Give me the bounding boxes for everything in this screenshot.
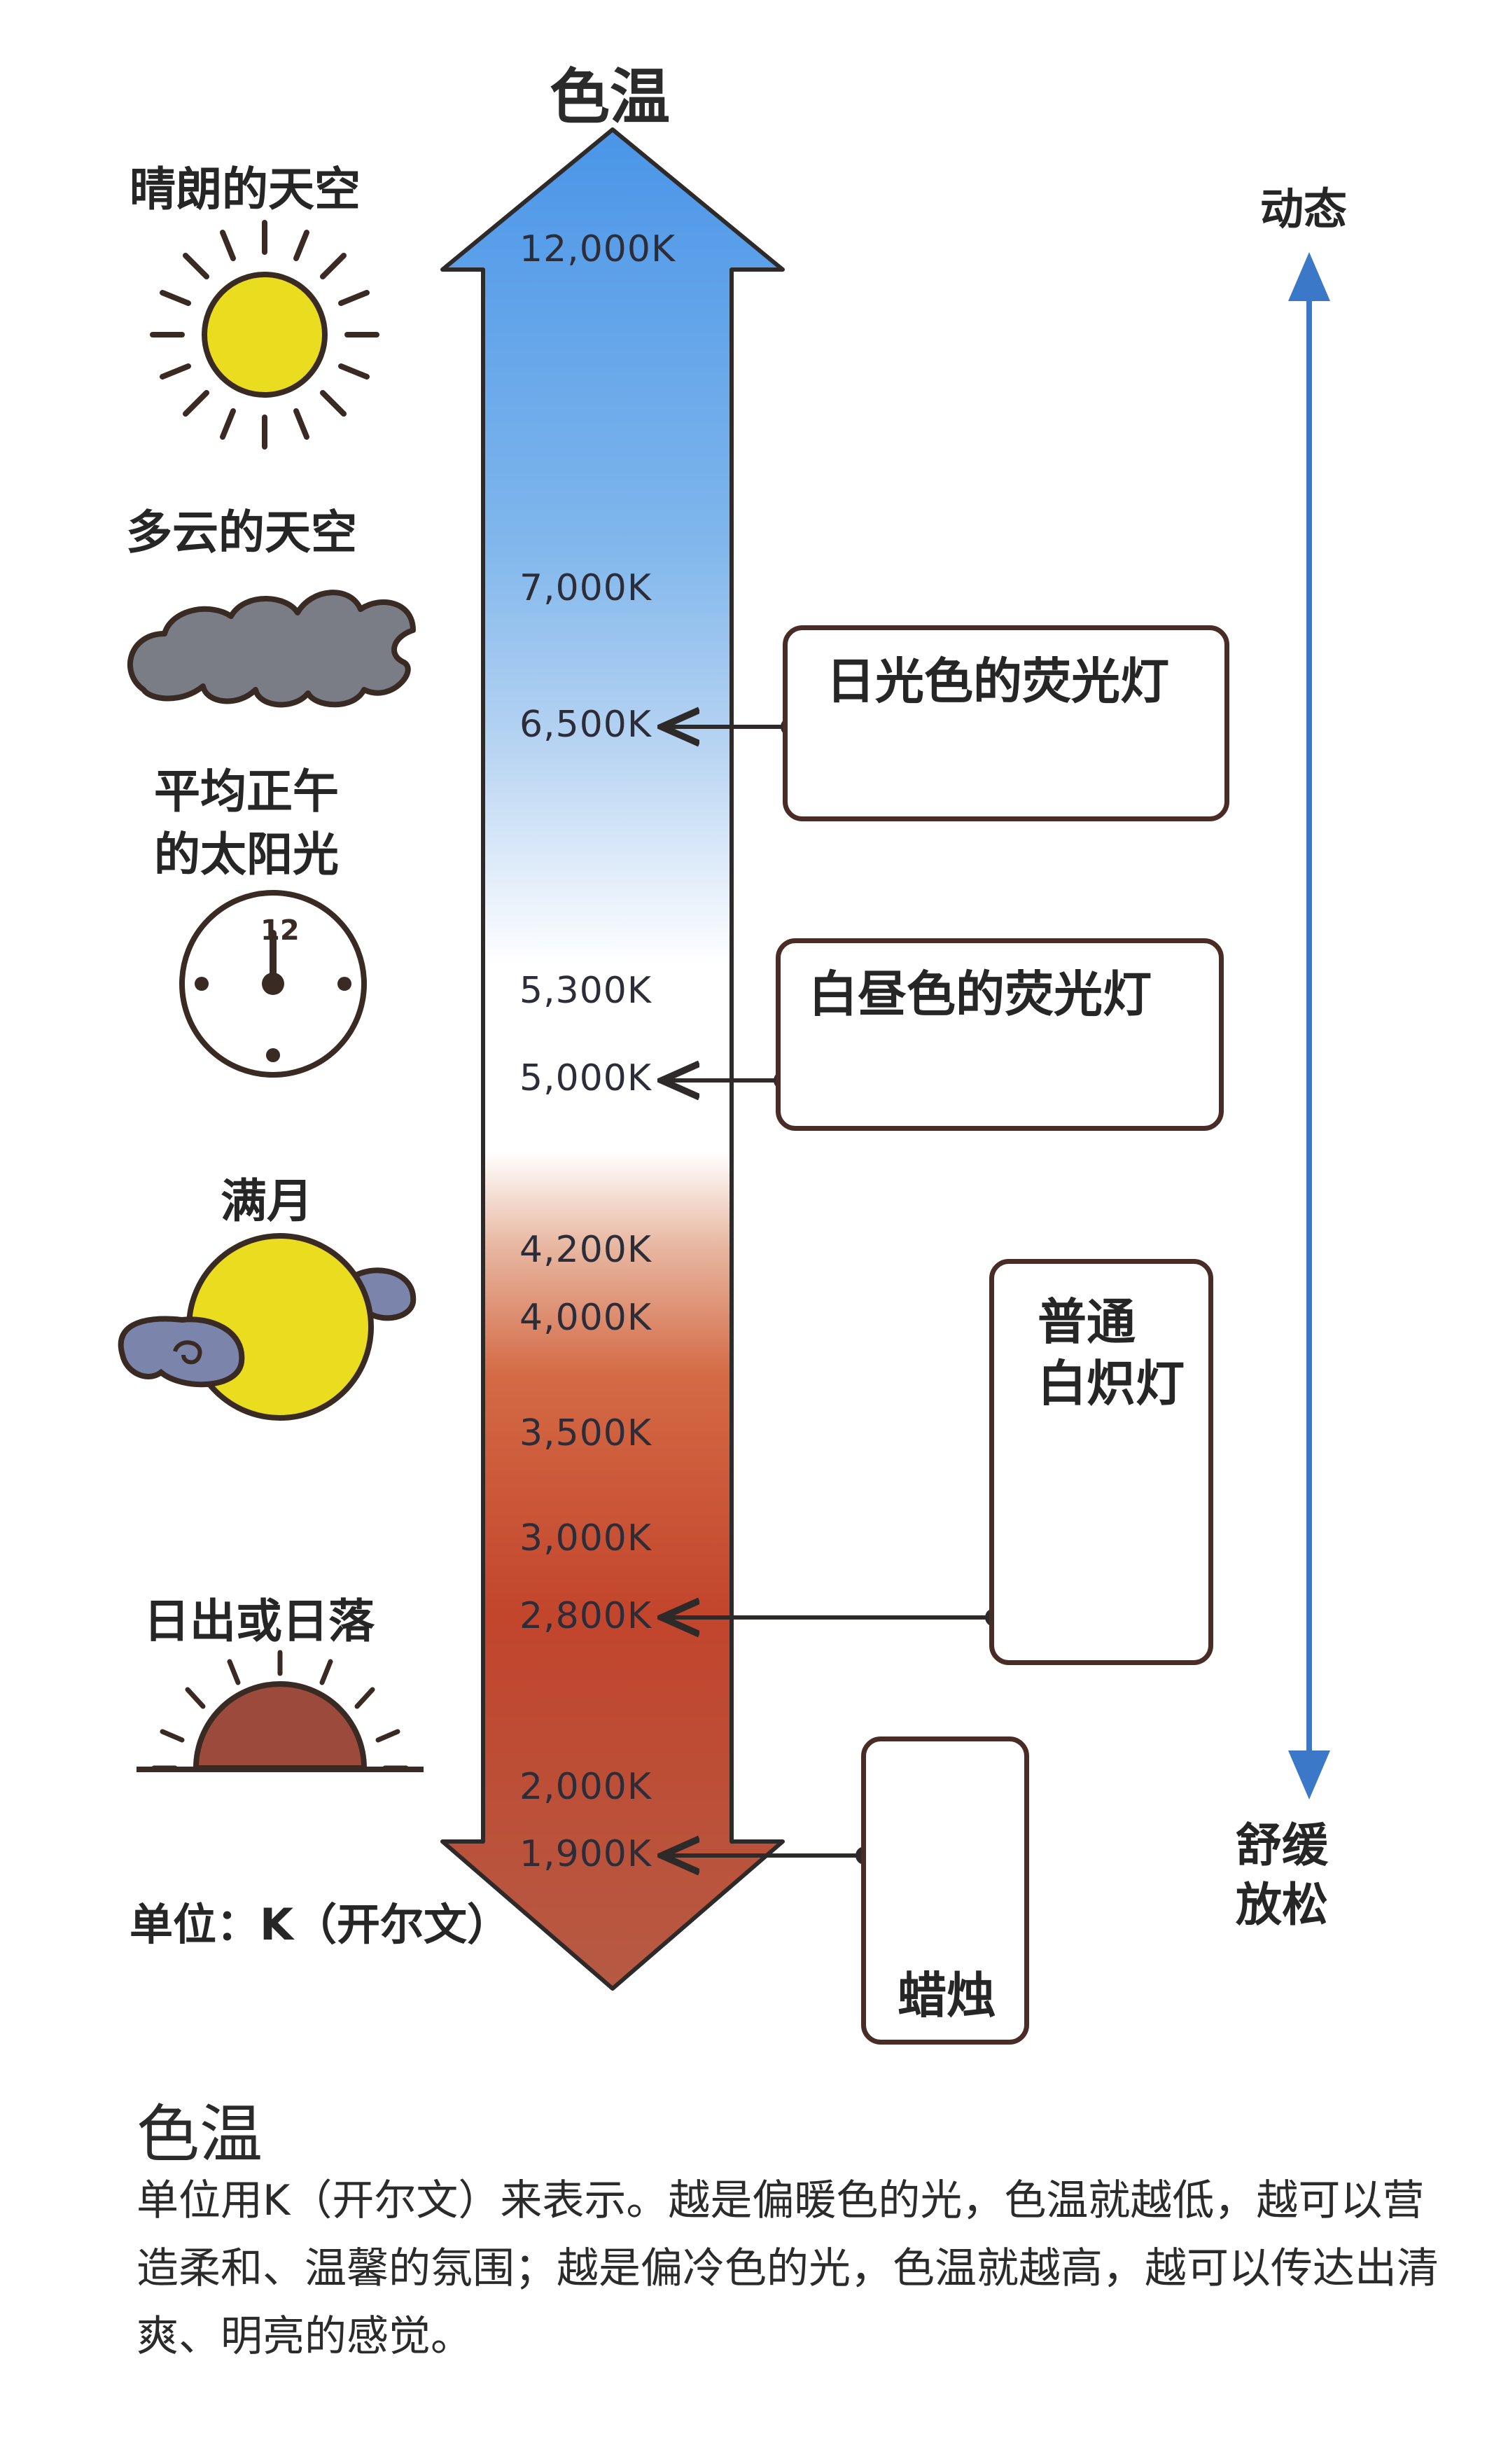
label-noon-sun-line1: 平均正午: [154, 765, 339, 819]
temperature-scale-arrow: [440, 127, 785, 1991]
sunset-icon: [137, 1650, 424, 1772]
box-fluorescent-white: 白昼色的荧光灯: [776, 938, 1224, 1131]
tick-label: 3,000K: [519, 1517, 652, 1559]
clock-icon: [179, 890, 367, 1078]
full-moon-icon: [118, 1233, 417, 1421]
mood-top-label: 动态: [1260, 183, 1348, 235]
mood-bottom-label-line1: 舒缓: [1236, 1818, 1328, 1872]
label-fluorescent-daylight: 日光色的荧光灯: [826, 653, 1169, 710]
tick-label: 4,000K: [519, 1297, 652, 1339]
caption-title: 色温: [137, 2098, 263, 2171]
label-clear-sky: 晴朗的天空: [130, 162, 361, 216]
tick-label: 5,300K: [519, 970, 652, 1012]
tick-label: 3,500K: [519, 1412, 652, 1454]
tick-label: 1,900K: [519, 1833, 652, 1875]
label-cloudy-sky: 多云的天空: [126, 506, 357, 559]
box-candle: 蜡烛: [861, 1736, 1029, 2045]
label-incandescent-line1: 普通: [1038, 1293, 1136, 1351]
label-incandescent-line2: 白炽灯: [1038, 1355, 1185, 1412]
label-sunrise-sunset: 日出或日落: [144, 1594, 375, 1648]
label-noon-sun-line2: 的太阳光: [154, 828, 339, 882]
label-fluorescent-white: 白昼色的荧光灯: [809, 966, 1152, 1023]
tick-label: 7,000K: [519, 567, 652, 609]
label-candle: 蜡烛: [898, 1967, 996, 2024]
tick-label: 2,000K: [519, 1766, 652, 1808]
box-incandescent: 普通 白炽灯: [989, 1259, 1213, 1665]
mood-scale-arrow: [1288, 252, 1330, 1800]
tick-label: 5,000K: [519, 1057, 652, 1099]
sun-icon: [150, 220, 379, 450]
clock-number: 12: [260, 914, 300, 947]
label-full-moon: 满月: [221, 1174, 313, 1228]
mood-bottom-label-line2: 放松: [1236, 1878, 1328, 1932]
caption-body: 单位用K（开尔文）来表示。越是偏暖色的光，色温就越低，越可以营造柔和、温馨的氛围…: [137, 2176, 1439, 2362]
box-fluorescent-daylight: 日光色的荧光灯: [783, 625, 1229, 821]
tick-label: 6,500K: [519, 704, 652, 746]
tick-label: 2,800K: [519, 1595, 652, 1637]
tick-label: 12,000K: [519, 228, 676, 270]
tick-label: 4,200K: [519, 1229, 652, 1271]
diagram-title: 色温: [550, 62, 670, 132]
cloud-icon: [127, 590, 416, 708]
unit-note: 单位：K（开尔文）: [130, 1899, 511, 1950]
